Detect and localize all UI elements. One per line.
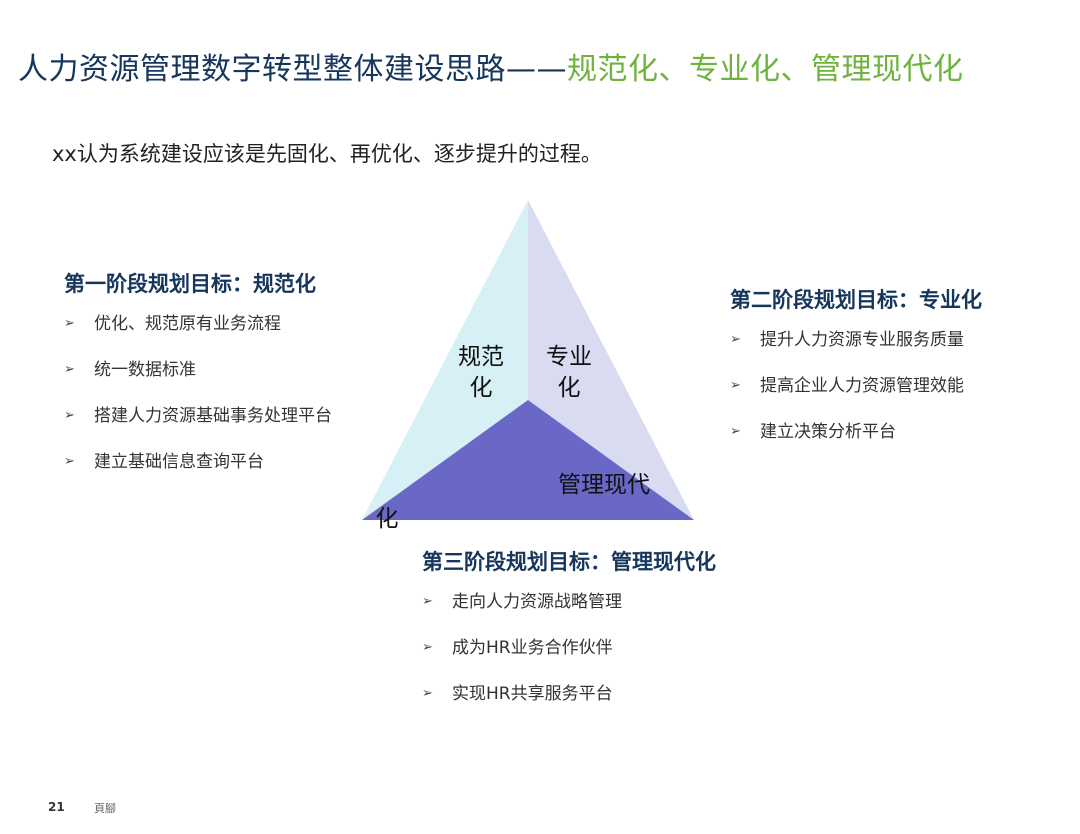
list-item-text: 统一数据标准 (94, 360, 196, 380)
list-item-text: 搭建人力资源基础事务处理平台 (94, 406, 332, 426)
arrow-bullet-icon: ➢ (64, 316, 75, 331)
page-title: 人力资源管理数字转型整体建设思路——规范化、专业化、管理现代化 (18, 44, 964, 88)
arrow-bullet-icon: ➢ (422, 686, 433, 701)
stage-3-list: ➢ 走向人力资源战略管理 ➢ 成为HR业务合作伙伴 ➢ 实现HR共享服务平台 (422, 592, 722, 704)
arrow-bullet-icon: ➢ (730, 378, 741, 393)
arrow-bullet-icon: ➢ (64, 408, 75, 423)
list-item: ➢ 成为HR业务合作伙伴 (422, 638, 722, 658)
list-item-text: 提高企业人力资源管理效能 (760, 376, 964, 396)
stage-2-list: ➢ 提升人力资源专业服务质量 ➢ 提高企业人力资源管理效能 ➢ 建立决策分析平台 (730, 330, 1020, 442)
list-item-text: 实现HR共享服务平台 (452, 684, 613, 704)
arrow-bullet-icon: ➢ (730, 424, 741, 439)
list-item: ➢ 优化、规范原有业务流程 (64, 314, 424, 334)
stage-2-panel: 第二阶段规划目标：专业化 ➢ 提升人力资源专业服务质量 ➢ 提高企业人力资源管理效能… (730, 278, 1020, 468)
triangle-label-modern: 管理现代 (558, 472, 650, 498)
triangle-label-modern-tail: 化 (375, 506, 399, 532)
triangle-left-face (362, 200, 528, 520)
title-main: 人力资源管理数字转型整体建设思路—— (18, 52, 567, 87)
stage-3-heading: 第三阶段规划目标：管理现代化 (422, 550, 716, 574)
page-subtitle: xx认为系统建设应该是先固化、再优化、逐步提升的过程。 (52, 142, 602, 166)
list-item-text: 走向人力资源战略管理 (452, 592, 622, 612)
list-item: ➢ 搭建人力资源基础事务处理平台 (64, 406, 424, 426)
title-accent: 规范化、专业化、管理现代化 (567, 52, 964, 87)
list-item-text: 提升人力资源专业服务质量 (760, 330, 964, 350)
triangle-label-profession-text: 专业 化 (546, 344, 592, 401)
triangle-label-regulate: 规范 化 (448, 342, 514, 404)
stage-3-panel: 第三阶段规划目标：管理现代化 ➢ 走向人力资源战略管理 ➢ 成为HR业务合作伙伴 ➢… (422, 540, 722, 730)
page-number: 21 (48, 800, 65, 814)
list-item-text: 建立基础信息查询平台 (94, 452, 264, 472)
list-item: ➢ 提高企业人力资源管理效能 (730, 376, 1020, 396)
arrow-bullet-icon: ➢ (64, 362, 75, 377)
stage-1-list: ➢ 优化、规范原有业务流程 ➢ 统一数据标准 ➢ 搭建人力资源基础事务处理平台 ➢ 建立… (64, 314, 424, 472)
triangle-bottom-face (362, 400, 694, 520)
arrow-bullet-icon: ➢ (730, 332, 741, 347)
stage-1-heading: 第一阶段规划目标：规范化 (64, 272, 316, 296)
triangle-label-regulate-text: 规范 化 (458, 344, 504, 401)
list-item-text: 建立决策分析平台 (760, 422, 896, 442)
list-item-text: 成为HR业务合作伙伴 (452, 638, 613, 658)
list-item: ➢ 提升人力资源专业服务质量 (730, 330, 1020, 350)
arrow-bullet-icon: ➢ (422, 640, 433, 655)
list-item: ➢ 建立决策分析平台 (730, 422, 1020, 442)
stage-2-heading: 第二阶段规划目标：专业化 (730, 288, 982, 312)
list-item: ➢ 实现HR共享服务平台 (422, 684, 722, 704)
arrow-bullet-icon: ➢ (64, 454, 75, 469)
stage-1-panel: 第一阶段规划目标：规范化 ➢ 优化、规范原有业务流程 ➢ 统一数据标准 ➢ 搭建人力资… (64, 262, 424, 498)
triangle-right-face (528, 200, 694, 520)
list-item-text: 优化、规范原有业务流程 (94, 314, 281, 334)
list-item: ➢ 统一数据标准 (64, 360, 424, 380)
list-item: ➢ 建立基础信息查询平台 (64, 452, 424, 472)
triangle-label-profession: 专业 化 (536, 342, 602, 404)
arrow-bullet-icon: ➢ (422, 594, 433, 609)
footer-text: 頁腳 (94, 802, 116, 815)
list-item: ➢ 走向人力资源战略管理 (422, 592, 722, 612)
